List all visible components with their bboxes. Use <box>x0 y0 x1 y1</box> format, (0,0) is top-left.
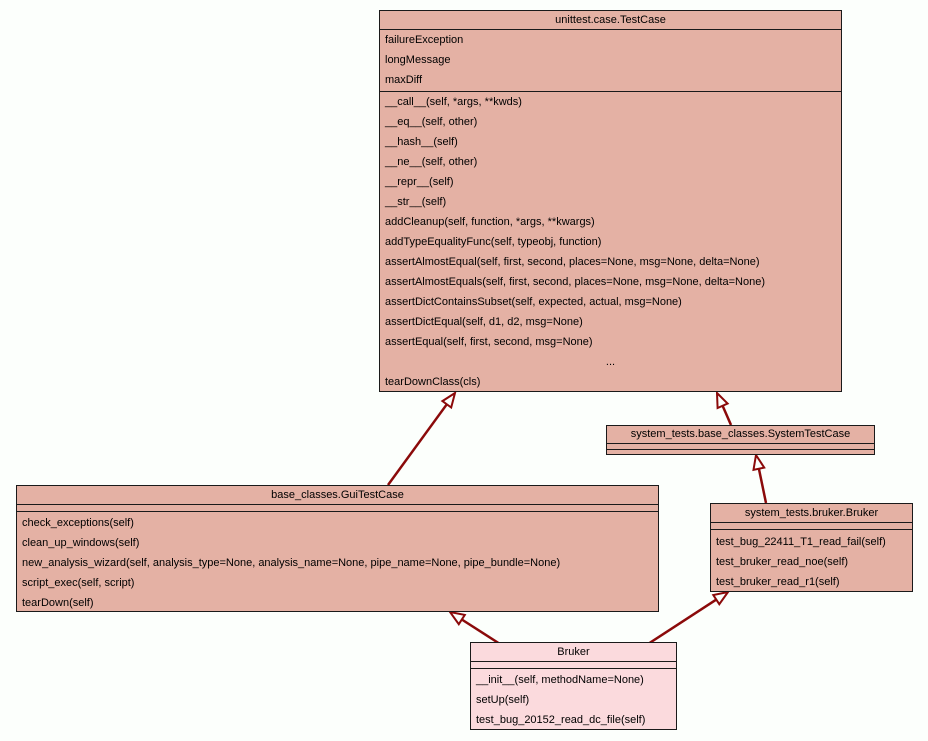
method-row: ... <box>605 356 616 368</box>
class-box-unittest-case-testcase: unittest.case.TestCase failureException l… <box>379 10 842 392</box>
attributes-compartment <box>17 505 658 512</box>
method-row: __str__(self) <box>385 196 447 208</box>
class-title: system_tests.bruker.Bruker <box>711 504 912 523</box>
attributes-compartment <box>711 523 912 530</box>
inheritance-arrow-guitestcase-to-testcase <box>386 390 457 486</box>
method-row: __eq__(self, other) <box>385 116 478 128</box>
method-row: tearDown(self) <box>22 597 94 609</box>
class-title: Bruker <box>471 643 676 662</box>
method-row: __init__(self, methodName=None) <box>476 674 644 686</box>
method-row: __call__(self, *args, **kwds) <box>385 96 522 108</box>
method-row: check_exceptions(self) <box>22 517 134 529</box>
method-row: assertDictContainsSubset(self, expected,… <box>385 296 682 308</box>
method-row: clean_up_windows(self) <box>22 537 140 549</box>
class-box-system-tests-bruker-bruker: system_tests.bruker.Bruker test_bug_2241… <box>710 503 913 592</box>
method-row: setUp(self) <box>476 694 530 706</box>
method-row: tearDownClass(cls) <box>385 376 481 388</box>
class-title: system_tests.base_classes.SystemTestCase <box>607 426 874 444</box>
attribute-row: maxDiff <box>385 74 423 86</box>
method-row: test_bruker_read_r1(self) <box>716 576 840 588</box>
method-row: test_bruker_read_noe(self) <box>716 556 849 568</box>
method-row: __hash__(self) <box>385 136 458 148</box>
method-row: __ne__(self, other) <box>385 156 478 168</box>
attribute-row: failureException <box>385 34 464 46</box>
method-row: addTypeEqualityFunc(self, typeobj, funct… <box>385 236 602 248</box>
class-title: base_classes.GuiTestCase <box>17 486 658 505</box>
method-row: script_exec(self, script) <box>22 577 135 589</box>
class-title: unittest.case.TestCase <box>380 11 841 30</box>
inheritance-arrow-bruker-to-bruker-systemtests <box>647 590 731 646</box>
methods-compartment: check_exceptions(self) clean_up_windows(s… <box>17 512 658 613</box>
method-row: assertEqual(self, first, second, msg=Non… <box>385 336 593 348</box>
class-box-bruker: Bruker __init__(self, methodName=None) se… <box>470 642 677 730</box>
method-row: assertAlmostEquals(self, first, second, … <box>385 276 765 288</box>
methods-compartment: __call__(self, *args, **kwds) __eq__(self… <box>380 92 841 392</box>
method-row: assertAlmostEqual(self, first, second, p… <box>385 256 760 268</box>
class-box-system-tests-base-classes-systemtestcase: system_tests.base_classes.SystemTestCase <box>606 425 875 455</box>
methods-compartment: test_bug_22411_T1_read_fail(self) test_br… <box>711 530 912 592</box>
methods-compartment: __init__(self, methodName=None) setUp(sel… <box>471 669 676 730</box>
attributes-compartment <box>607 444 874 450</box>
attributes-compartment: failureException longMessage maxDiff <box>380 30 841 92</box>
method-row: test_bug_20152_read_dc_file(self) <box>476 714 646 726</box>
method-row: assertDictEqual(self, d1, d2, msg=None) <box>385 316 583 328</box>
method-row: __repr__(self) <box>385 176 454 188</box>
class-box-base-classes-guitestcase: base_classes.GuiTestCase check_exception… <box>16 485 659 612</box>
inheritance-arrow-bruker-to-guitestcase <box>447 610 501 646</box>
attribute-row: longMessage <box>385 54 451 66</box>
method-row: addCleanup(self, function, *args, **kwar… <box>385 216 595 228</box>
method-row: test_bug_22411_T1_read_fail(self) <box>716 536 886 548</box>
inheritance-arrow-systemtestcase-to-testcase <box>715 390 733 426</box>
method-row: new_analysis_wizard(self, analysis_type=… <box>22 557 561 569</box>
inheritance-arrow-bruker-systemtests-to-systemtestcase <box>752 452 768 504</box>
attributes-compartment <box>471 662 676 669</box>
